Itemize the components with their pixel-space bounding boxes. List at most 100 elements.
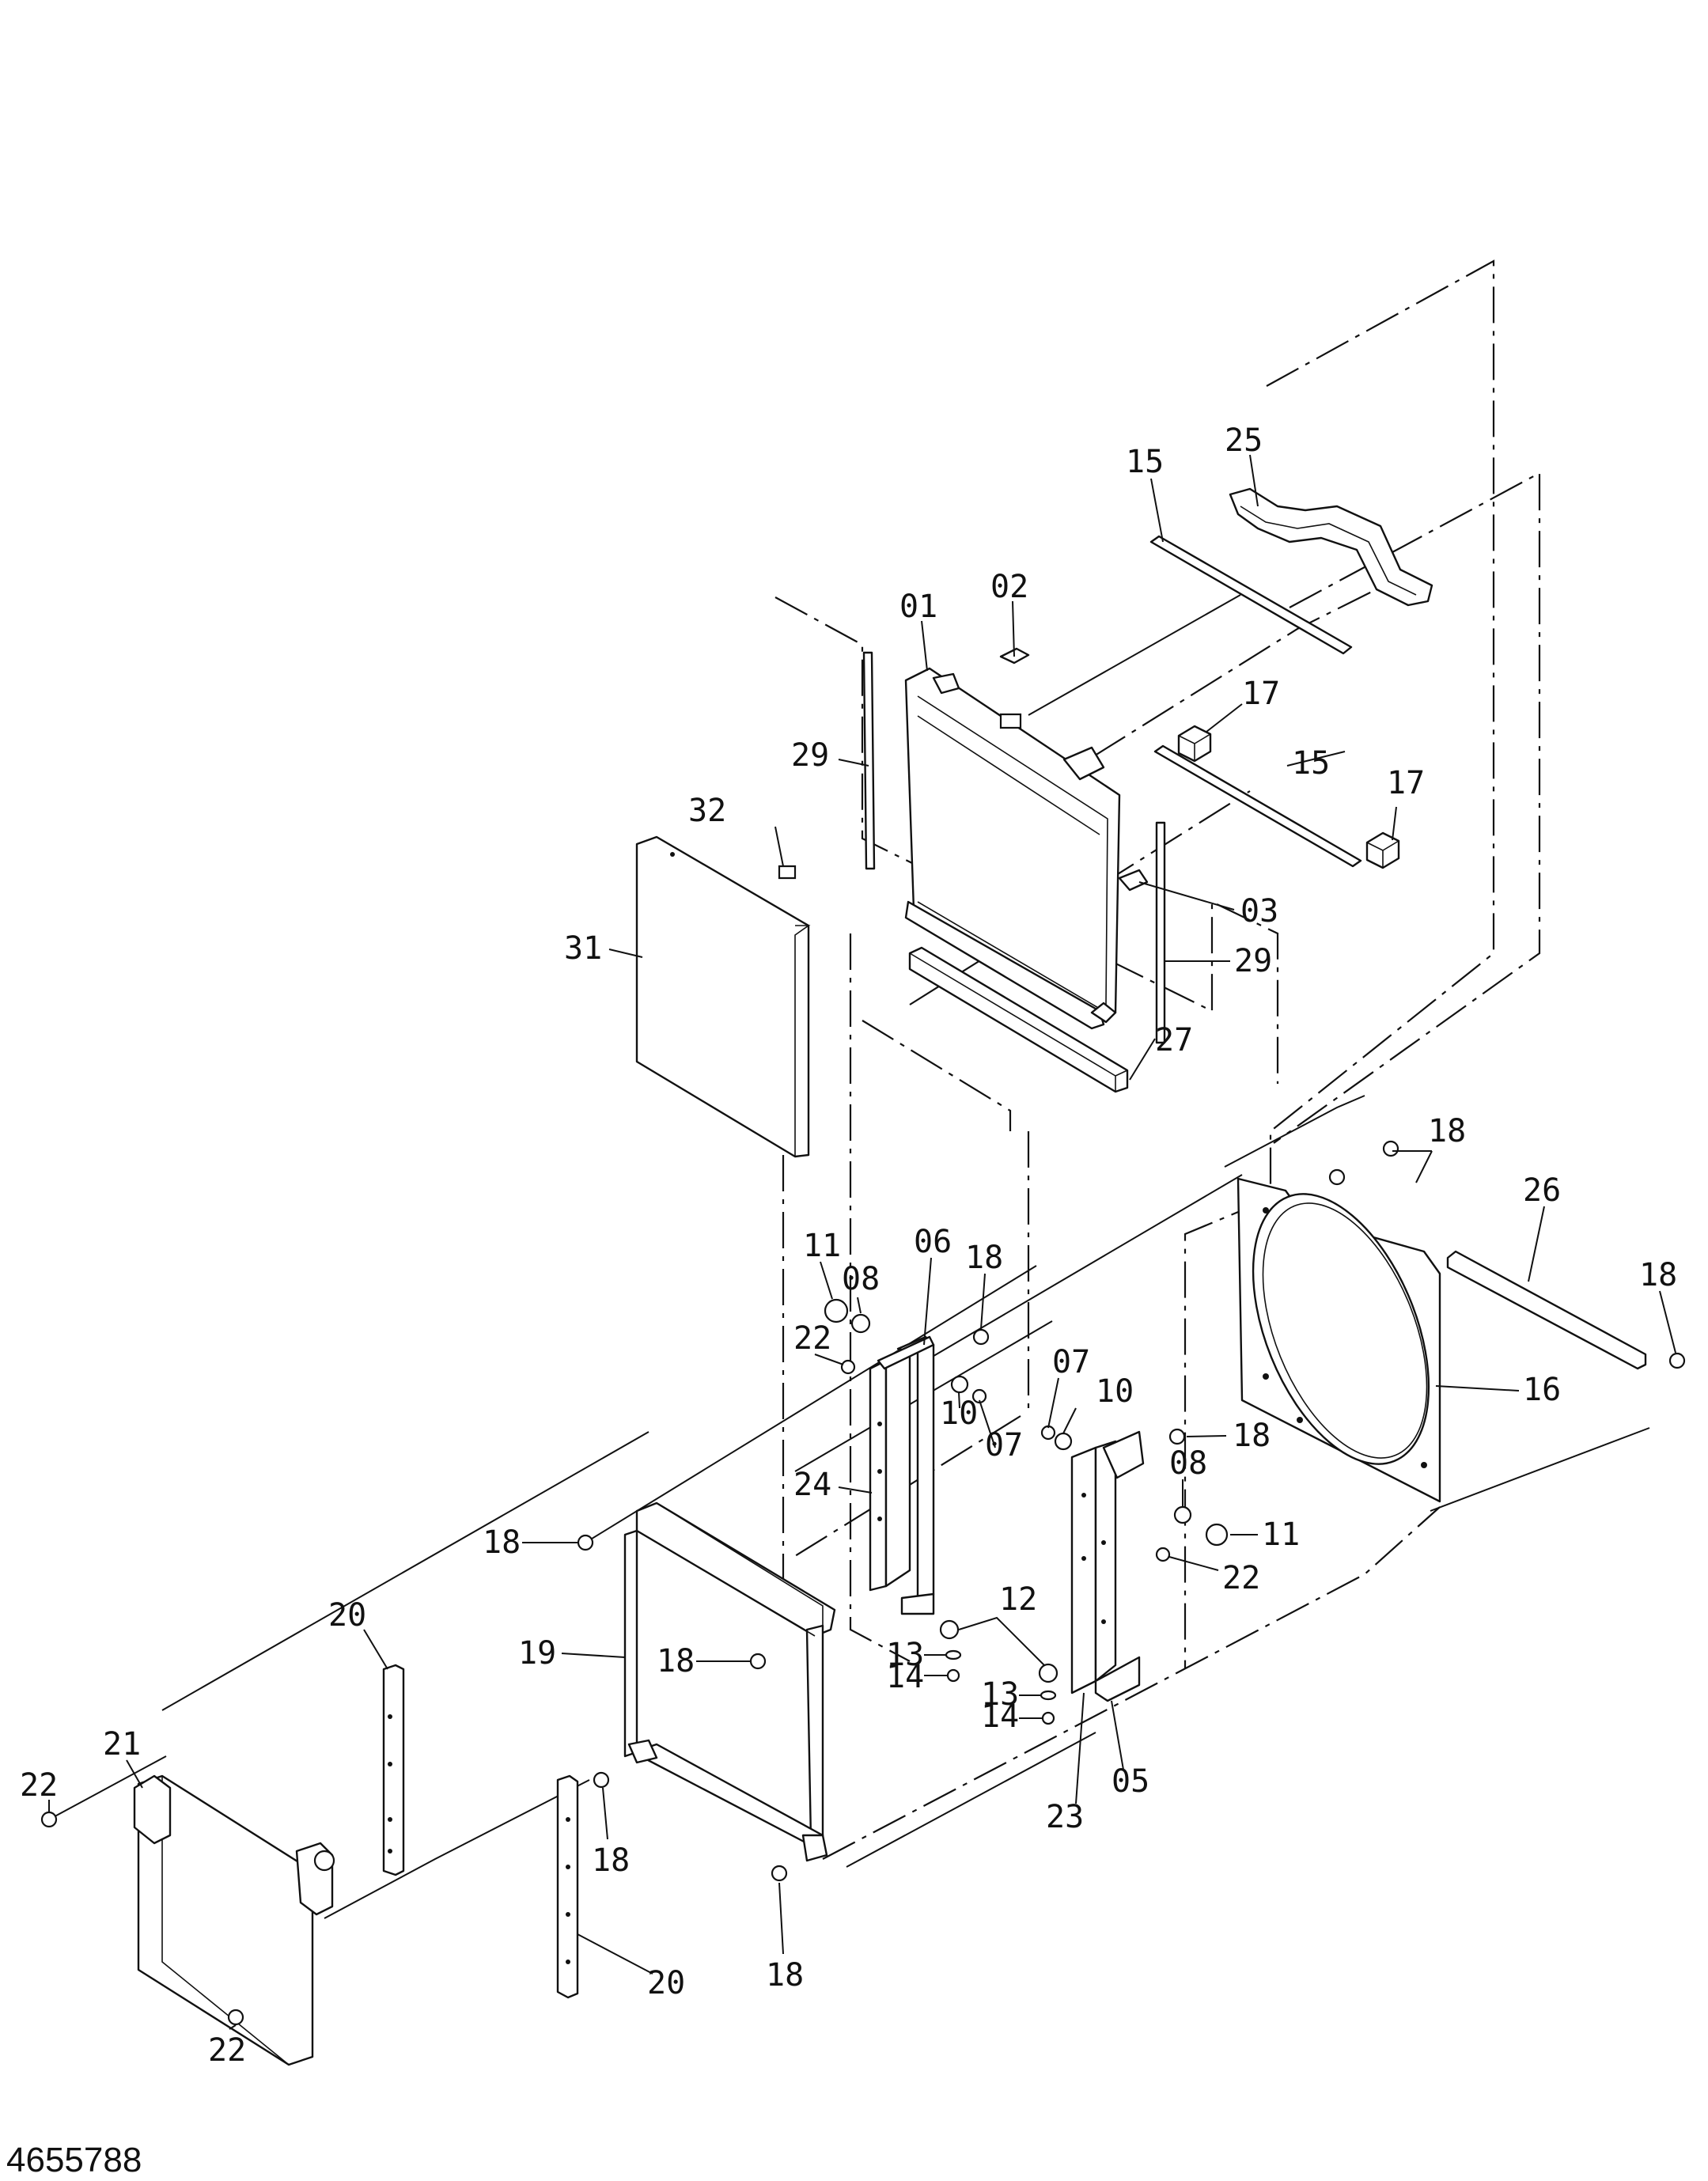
- callout-17-upper: 17: [1242, 676, 1280, 712]
- callout-16: 16: [1523, 1372, 1561, 1408]
- bolt-14-right: [1041, 1711, 1055, 1725]
- callout-08-upper: 08: [842, 1261, 880, 1297]
- callout-32: 32: [688, 793, 726, 829]
- nut-22-right: [1155, 1547, 1171, 1562]
- document-number: 4655788: [6, 2141, 142, 2179]
- callout-29-right: 29: [1234, 943, 1272, 979]
- radiator: [904, 647, 1149, 1030]
- nut-22-intercooler-bottom: [227, 2009, 244, 2026]
- callout-20-upper: 20: [328, 1597, 366, 1634]
- callout-26: 26: [1523, 1172, 1561, 1209]
- callout-10-right: 10: [1096, 1373, 1134, 1410]
- plug-12-right: [1038, 1663, 1059, 1683]
- callout-25: 25: [1225, 422, 1263, 459]
- callout-13-left: 13: [886, 1637, 924, 1673]
- bolt-18-middle: [749, 1653, 767, 1670]
- callout-13-right: 13: [981, 1676, 1019, 1713]
- upright-bracket-right: [1070, 1430, 1145, 1694]
- cover-panel: [635, 835, 811, 1158]
- callout-14-right: 14: [981, 1698, 1019, 1735]
- bolt-18-rail: [1668, 1352, 1686, 1369]
- callout-22-upper: 22: [793, 1320, 831, 1357]
- callout-08-right: 08: [1169, 1445, 1207, 1482]
- callout-05: 05: [1112, 1763, 1149, 1800]
- leader-lines: [48, 454, 1676, 2030]
- callouts: 25 15 01 02 17 15 17 29 32 31 03 29 27 1…: [20, 422, 1677, 2069]
- callout-07-left: 07: [985, 1427, 1023, 1463]
- side-plate-right: [556, 1774, 579, 1999]
- callout-03: 03: [1240, 893, 1278, 930]
- assembly-centerlines: [774, 259, 1541, 1860]
- plug-12-left: [939, 1619, 960, 1640]
- bolt-18-plate: [593, 1771, 610, 1789]
- grommet-10-right: [1054, 1432, 1073, 1451]
- bolt-18-shroud-b: [1382, 1140, 1399, 1157]
- bolt-18-left: [577, 1534, 594, 1551]
- cover-clip: [778, 865, 797, 880]
- callout-29-left: 29: [791, 737, 829, 774]
- top-bracket: [1229, 487, 1433, 607]
- callout-22-intercooler-left: 22: [20, 1767, 58, 1804]
- callout-18-left: 18: [483, 1524, 521, 1561]
- callout-02: 02: [990, 569, 1028, 605]
- callout-22-right: 22: [1222, 1560, 1260, 1596]
- callout-11-right: 11: [1262, 1516, 1300, 1553]
- bolt-11-right: [1205, 1523, 1229, 1547]
- callout-18-right: 18: [1233, 1418, 1271, 1454]
- callout-18-shroud: 18: [1428, 1113, 1466, 1149]
- callout-19: 19: [518, 1635, 556, 1672]
- callout-23: 23: [1046, 1799, 1084, 1835]
- washer-13-left: [945, 1649, 962, 1660]
- washer-08-upper: [850, 1313, 871, 1334]
- bottom-seal-block: [908, 946, 1129, 1093]
- callout-12: 12: [999, 1581, 1037, 1618]
- main-frame: [623, 1501, 836, 1862]
- washer-08-right: [1173, 1505, 1192, 1524]
- callout-18-upper: 18: [965, 1240, 1003, 1276]
- callout-21: 21: [103, 1726, 141, 1763]
- callout-07-right: 07: [1052, 1344, 1090, 1380]
- callout-15-lower: 15: [1292, 745, 1330, 782]
- nut-22-intercooler-left: [40, 1811, 58, 1828]
- rubber-block-lower: [1365, 831, 1400, 869]
- callout-10-left: 10: [940, 1395, 978, 1432]
- rubber-block-upper: [1177, 725, 1212, 763]
- bolt-18-right: [1168, 1428, 1186, 1445]
- callout-17-lower: 17: [1387, 765, 1425, 801]
- bolt-18-shroud-a: [1328, 1168, 1346, 1186]
- side-rail: [1446, 1250, 1647, 1370]
- intercooler: [133, 1774, 335, 2066]
- bolt-18-upper: [972, 1328, 990, 1346]
- callout-31: 31: [564, 930, 602, 967]
- callout-20-lower: 20: [647, 1965, 685, 2001]
- callout-18-plate: 18: [592, 1842, 630, 1879]
- callout-01: 01: [899, 589, 937, 625]
- side-plate-left: [382, 1664, 405, 1876]
- callout-27: 27: [1155, 1022, 1193, 1058]
- bolt-14-left: [946, 1668, 960, 1683]
- callout-18-bottom: 18: [766, 1957, 804, 1994]
- foot-plate: [1094, 1656, 1141, 1702]
- callout-24: 24: [793, 1467, 831, 1503]
- bolt-11-upper: [824, 1298, 849, 1323]
- nut-22-upper: [840, 1359, 856, 1375]
- seal-strip-upper: [1149, 535, 1353, 655]
- callout-11-upper: 11: [803, 1228, 841, 1264]
- upright-bracket-left: [869, 1335, 935, 1615]
- grommet-07-right: [1040, 1425, 1056, 1441]
- callout-06: 06: [914, 1224, 952, 1260]
- side-seal-left: [862, 651, 876, 870]
- washer-13-right: [1040, 1690, 1057, 1701]
- callout-15-upper: 15: [1126, 444, 1164, 480]
- fan-shroud: [1237, 1177, 1441, 1503]
- grommet-10-left: [950, 1375, 969, 1394]
- side-seal-right: [1155, 821, 1166, 1044]
- callout-18-rail: 18: [1639, 1257, 1677, 1293]
- bolt-18-bottom: [771, 1865, 788, 1882]
- callout-14-left: 14: [886, 1659, 924, 1695]
- callout-22-intercooler-bottom: 22: [208, 2032, 246, 2069]
- hardware: [40, 1140, 1686, 2026]
- seal-strip-lower: [1153, 744, 1362, 868]
- callout-18-middle: 18: [657, 1643, 695, 1679]
